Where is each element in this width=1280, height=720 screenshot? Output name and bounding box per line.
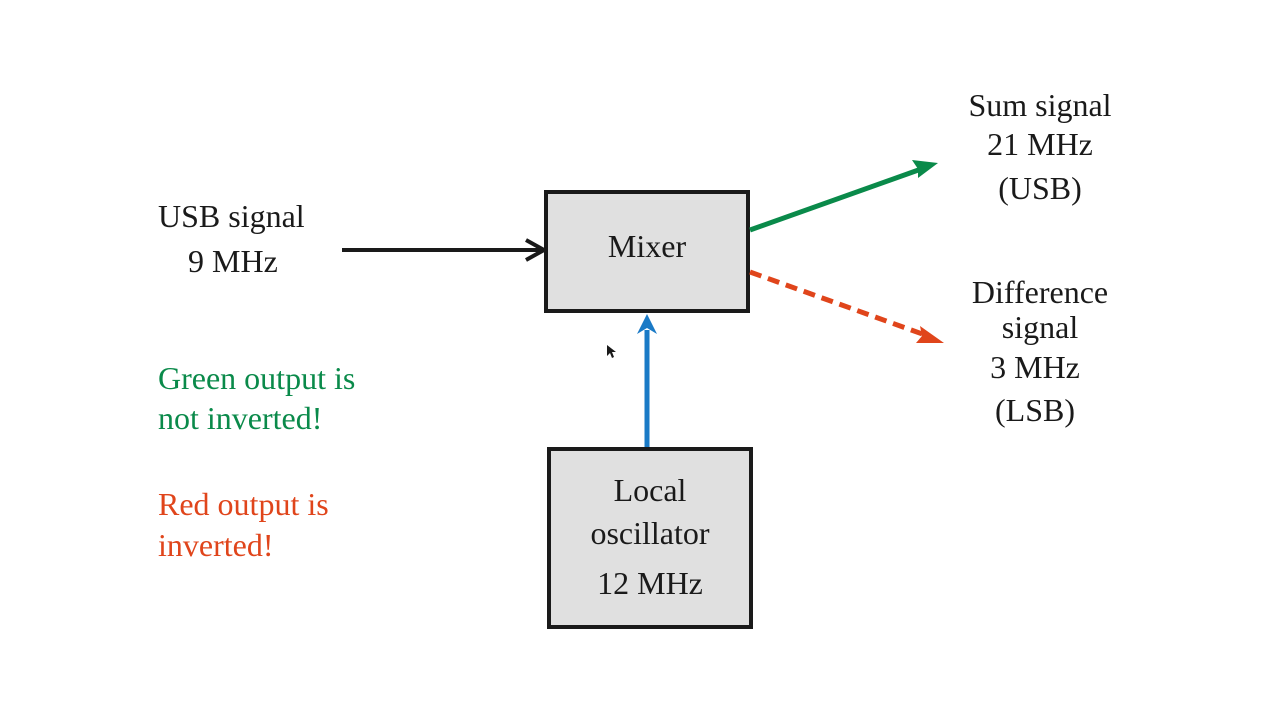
sum-output-arrowhead bbox=[912, 160, 938, 178]
input-label: USB signal bbox=[158, 198, 305, 234]
mouse-cursor-icon bbox=[607, 345, 616, 358]
mixer-box bbox=[544, 190, 750, 313]
red-note-line1: Red output is bbox=[158, 486, 329, 522]
sum-output-band: (USB) bbox=[998, 170, 1082, 206]
difference-output-arrow bbox=[749, 269, 929, 339]
difference-output-frequency: 3 MHz bbox=[990, 349, 1080, 385]
mixer-label: Mixer bbox=[607, 228, 687, 264]
green-note-line2: not inverted! bbox=[158, 400, 323, 436]
difference-output-arrowhead bbox=[916, 326, 944, 343]
sum-output-label: Sum signal bbox=[968, 87, 1112, 123]
input-arrowhead bbox=[525, 238, 549, 262]
sum-output-arrow bbox=[749, 165, 925, 233]
input-frequency: 9 MHz bbox=[188, 243, 278, 279]
oscillator-frequency: 12 MHz bbox=[597, 565, 703, 601]
red-note-line2: inverted! bbox=[158, 527, 274, 563]
oscillator-arrowhead bbox=[637, 314, 657, 334]
oscillator-label-line1: Local bbox=[613, 472, 687, 508]
sum-output-frequency: 21 MHz bbox=[987, 126, 1093, 162]
difference-output-band: (LSB) bbox=[995, 392, 1075, 428]
oscillator-box bbox=[547, 447, 753, 629]
oscillator-label-line2: oscillator bbox=[590, 515, 710, 551]
difference-output-label-line2: signal bbox=[1001, 309, 1079, 345]
green-note-line1: Green output is bbox=[158, 360, 356, 396]
difference-output-label-line1: Difference bbox=[971, 274, 1109, 310]
